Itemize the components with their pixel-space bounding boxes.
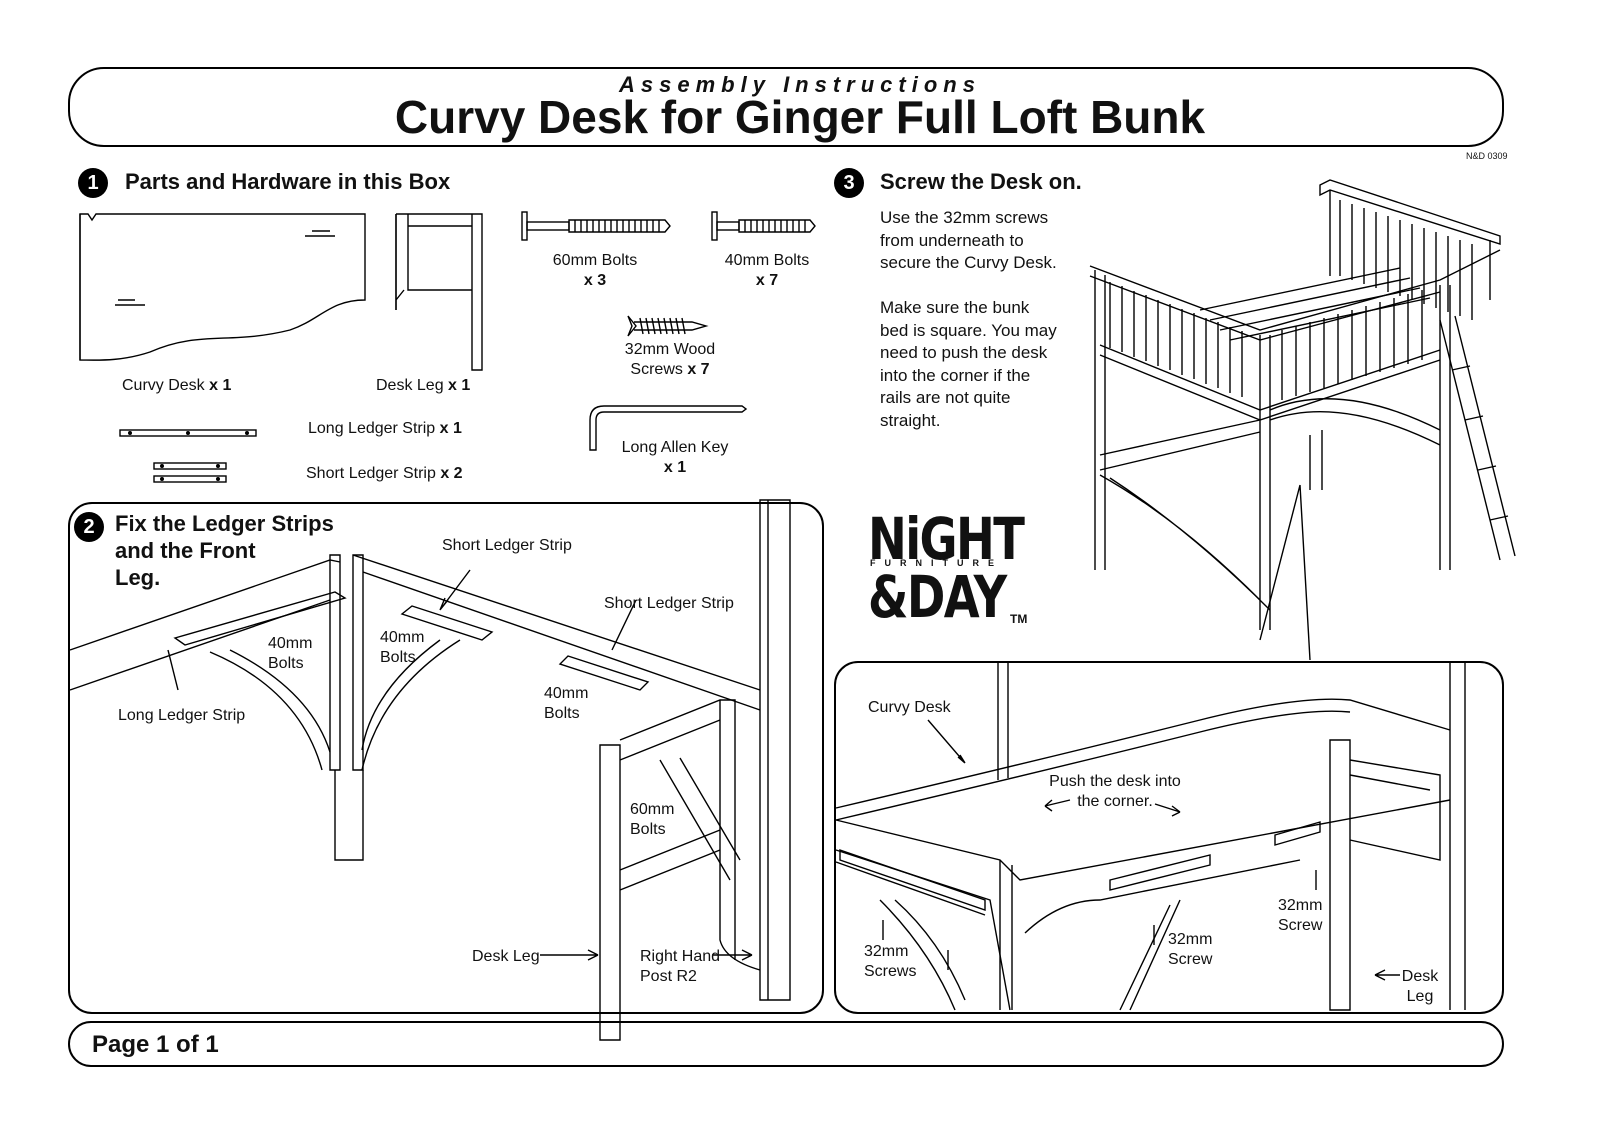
page-number: Page 1 of 1 [92,1031,219,1058]
step-3-heading: Screw the Desk on. [880,169,1082,194]
step-1-number: 1 [78,168,108,198]
step-2-long-ledger-label: Long Ledger Strip [118,707,246,724]
long-ledger-label: Long Ledger Strip x 1 [308,420,462,437]
step-2-short-ledger-label-1: Short Ledger Strip [442,537,572,554]
step-2-short-ledger-label-2: Short Ledger Strip [604,595,734,612]
brand-logo-top: NiGHT [868,505,1025,573]
step-3-curvy-desk-label: Curvy Desk [868,699,951,716]
step-2-number: 2 [74,512,104,542]
short-ledger-label: Short Ledger Strip x 2 [306,465,463,482]
document-subtitle: Assembly Instructions [619,72,981,97]
document-code: N&D 0309 [1466,151,1508,161]
document-title: Curvy Desk for Ginger Full Loft Bunk [394,91,1206,143]
header-frame [68,67,1504,147]
brand-logo-bottom: &DAY [868,563,1007,631]
step-2-panel [68,502,824,1014]
brand-logo-trademark: TM [1010,612,1028,626]
curvy-desk-label: Curvy Desk x 1 [122,377,232,394]
step-3-detail-panel [834,661,1504,1014]
step-2-desk-leg-label: Desk Leg [472,948,540,965]
footer-frame [68,1021,1504,1067]
brand-logo-furniture: FURNITURE [870,558,1003,568]
desk-leg-label: Desk Leg x 1 [376,377,471,394]
step-3-number: 3 [834,168,864,198]
step-1-heading: Parts and Hardware in this Box [125,169,451,194]
